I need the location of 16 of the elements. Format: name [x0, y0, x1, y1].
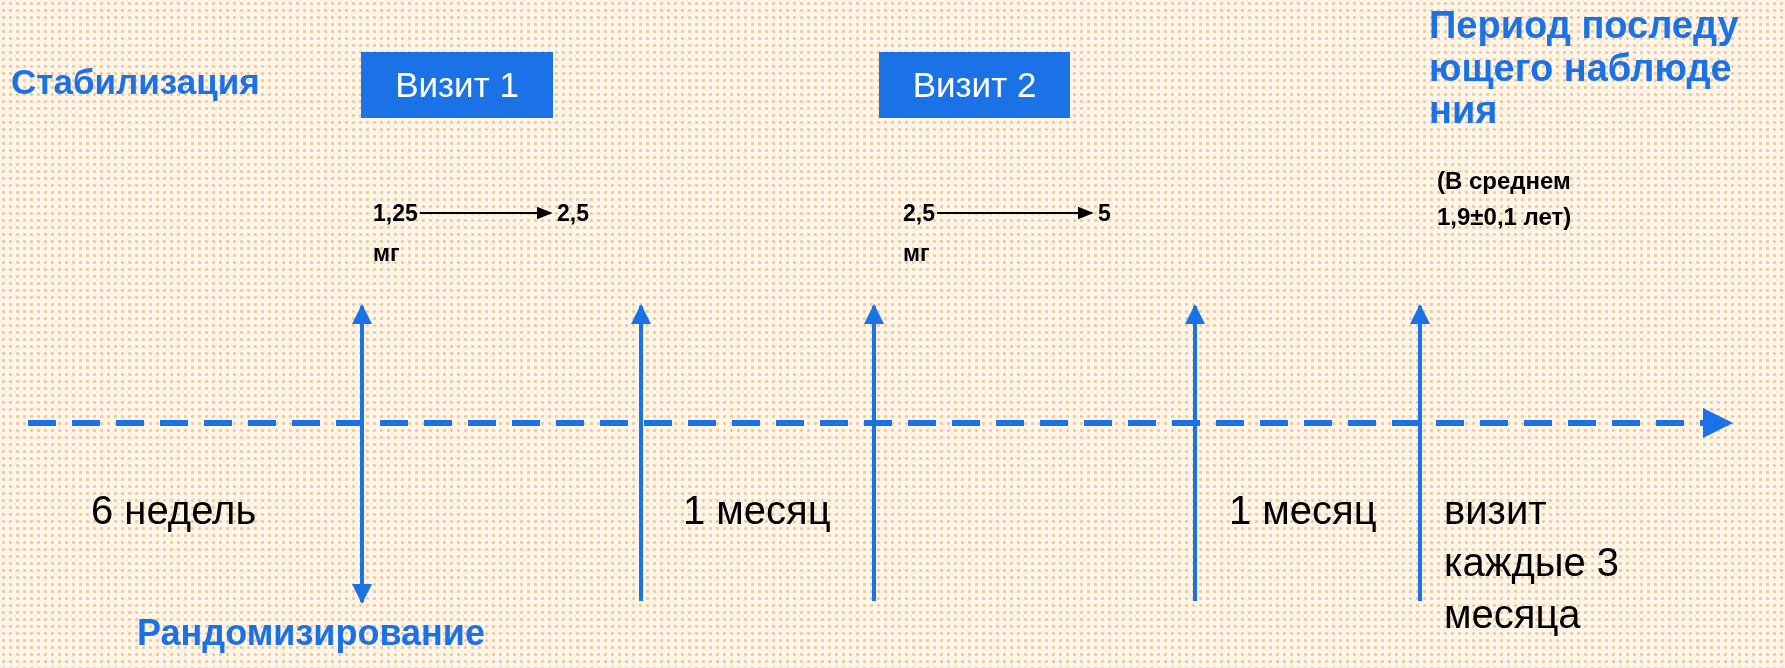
- arrow: [418, 206, 553, 220]
- heading-text: Период последующего наблюдения: [1429, 4, 1740, 132]
- dose-text: 1,25 мг: [373, 193, 443, 274]
- visit-box: Визит 2: [879, 52, 1070, 118]
- dose-text: 5: [1098, 193, 1111, 234]
- duration-text: 6 недель: [91, 487, 257, 534]
- visit-box: Визит 1: [361, 52, 553, 118]
- arrow: [936, 206, 1094, 220]
- heading-text: Стабилизация: [11, 62, 260, 102]
- duration-text: 1 месяц: [683, 487, 831, 534]
- heading-text: Рандомизирование: [137, 612, 485, 654]
- duration-text: 1 месяц: [1229, 487, 1377, 534]
- note-text: визит каждые 3 месяца: [1444, 487, 1621, 638]
- dose-text: 2,5 мг: [903, 193, 958, 274]
- note-text: (В среднем 1,9±0,1 лет): [1437, 166, 1573, 232]
- dose-text: 2,5: [557, 193, 589, 234]
